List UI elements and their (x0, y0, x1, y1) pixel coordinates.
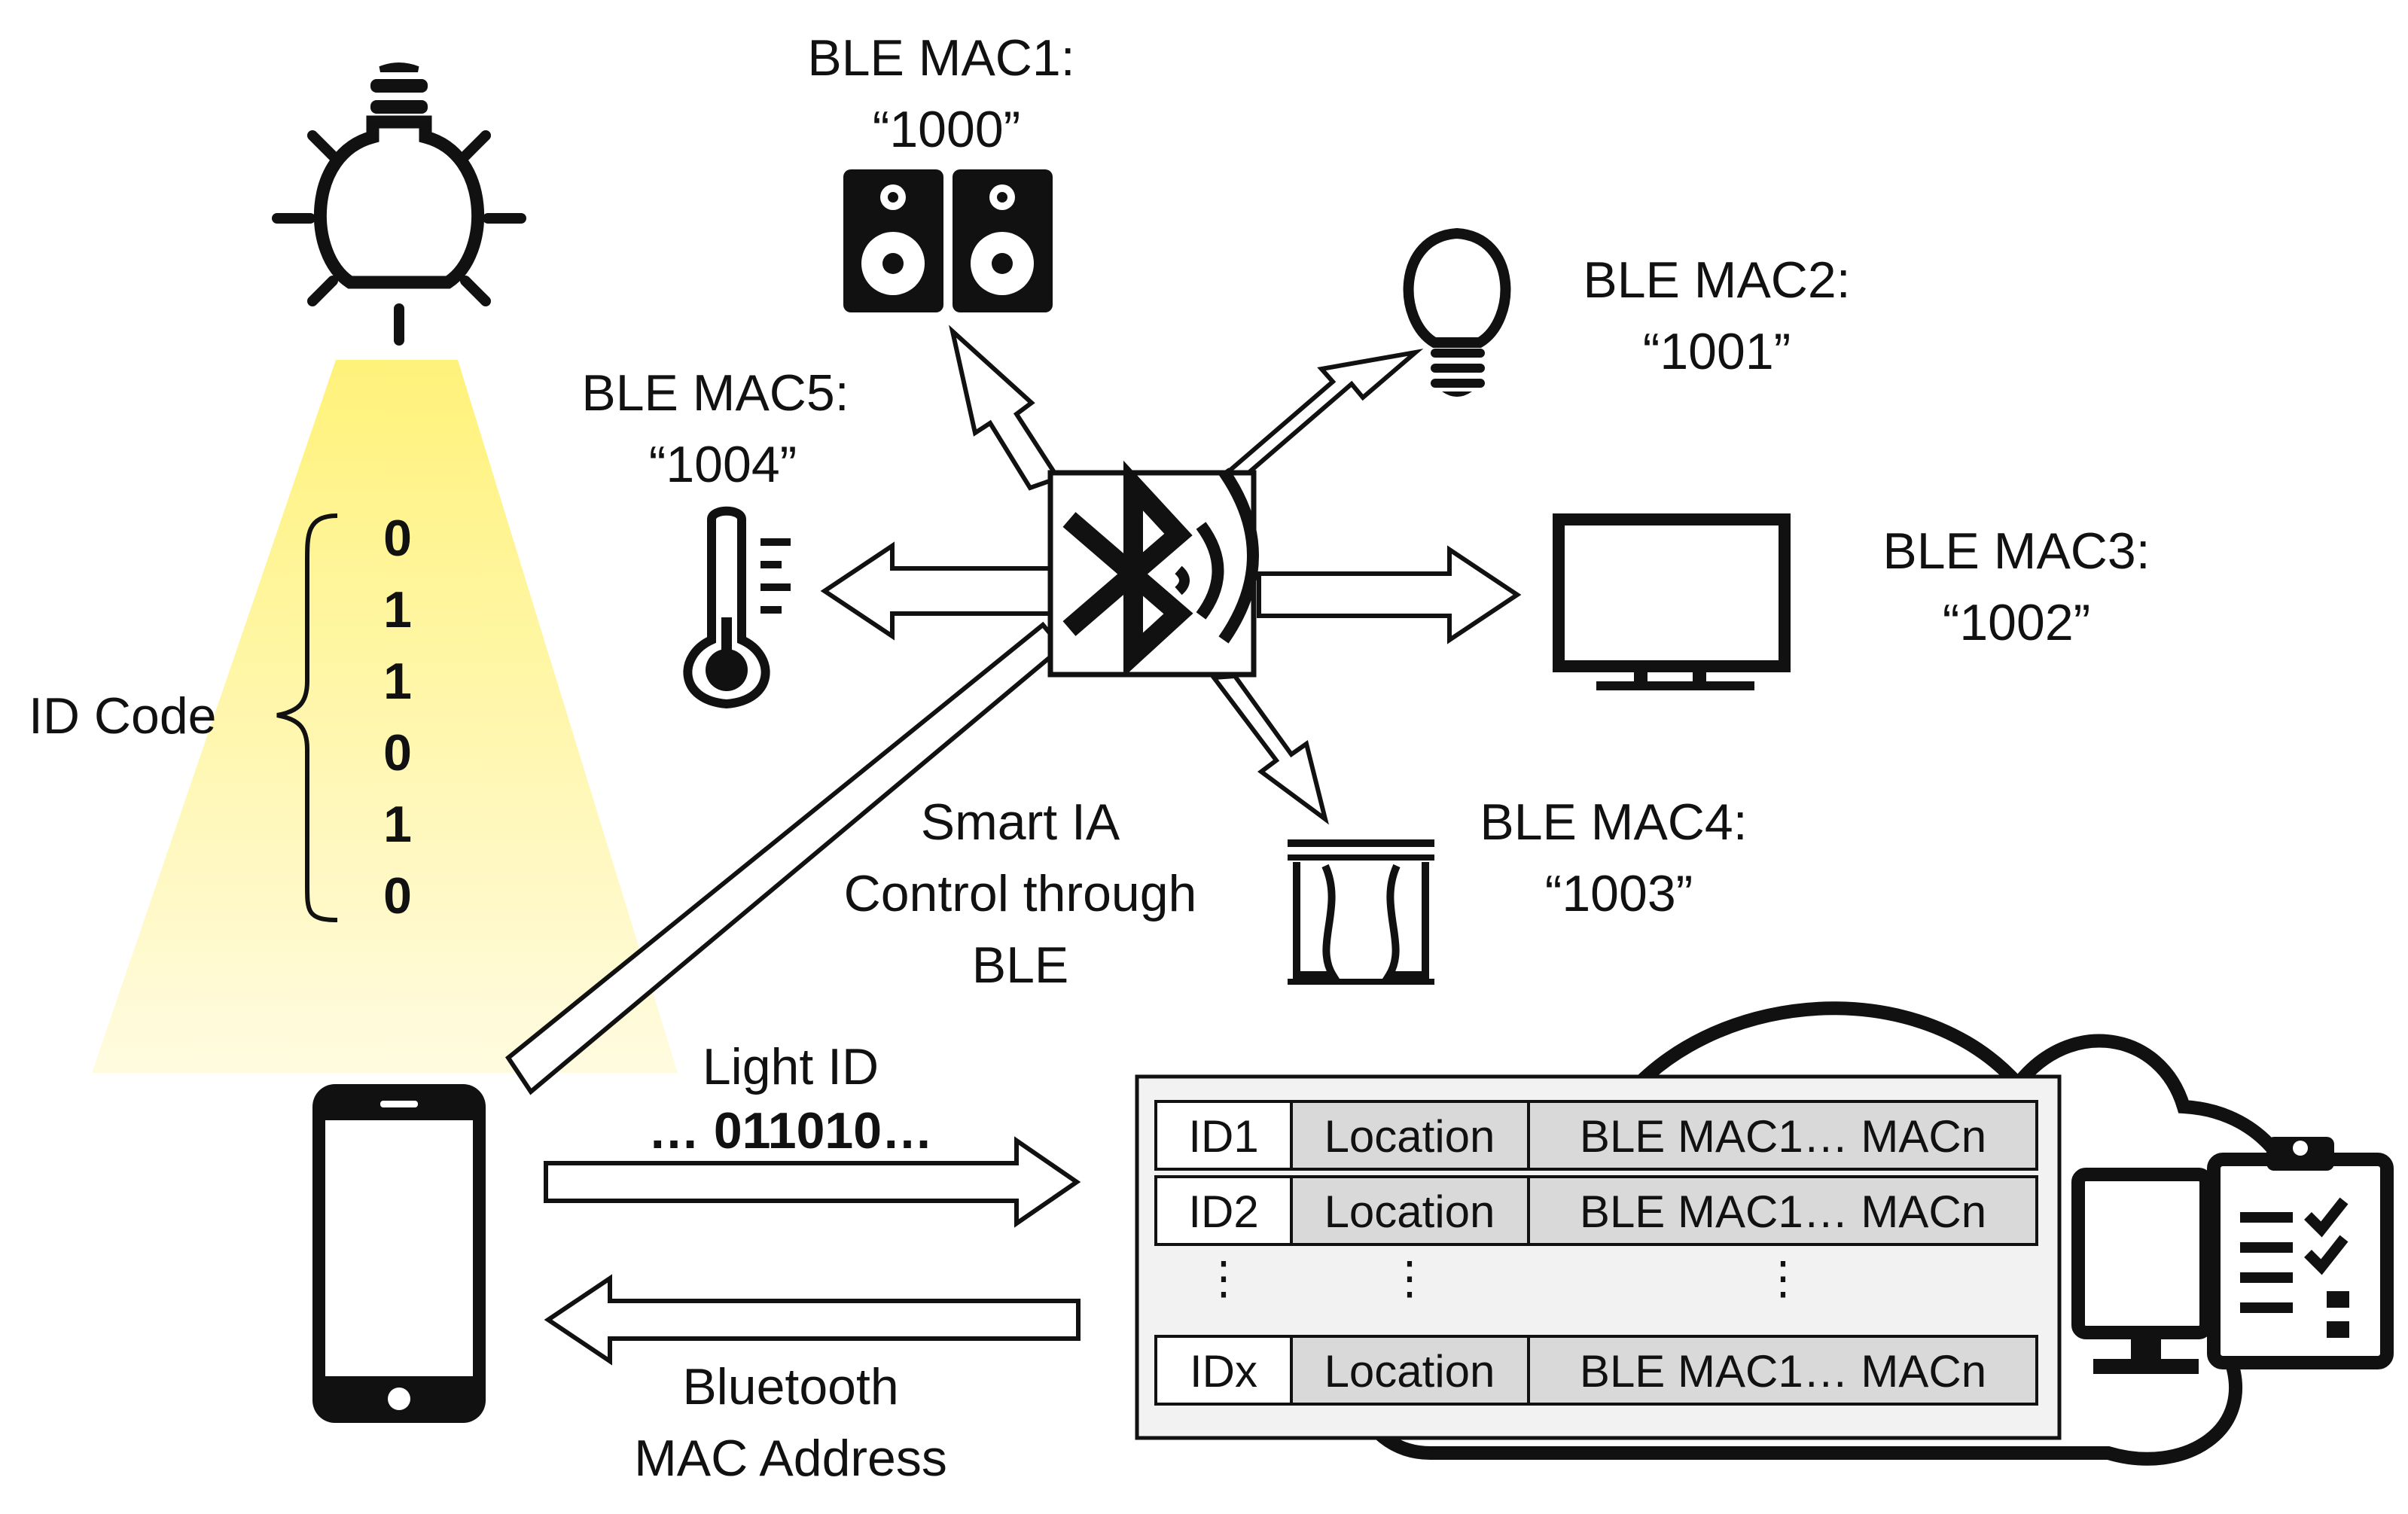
mac-address-label: MAC Address (634, 1430, 947, 1487)
mac4-label: BLE MAC4: (1480, 794, 1747, 851)
id-bit: 0 (383, 724, 412, 781)
table-ellipsis: ⋮ (1201, 1253, 1246, 1303)
smartphone-icon (312, 1084, 486, 1423)
mac3-code: “1002” (1943, 594, 2091, 651)
mac3-label: BLE MAC3: (1882, 522, 2150, 580)
table-cell-location: Location (1324, 1111, 1495, 1162)
id-table: ID1 Location BLE MAC1… MACn ID2 Location… (1135, 1074, 2062, 1440)
arrow-to-mac4 (1209, 673, 1329, 825)
id-code-label: ID Code (29, 687, 216, 745)
mac2-code: “1001” (1643, 323, 1791, 380)
mac1-label: BLE MAC1: (807, 29, 1074, 87)
control-label-line1: Smart IA (921, 794, 1120, 851)
id-bit: 0 (383, 510, 412, 567)
bluetooth-hub (1047, 460, 1259, 678)
bluetooth-arrow (544, 1274, 1081, 1366)
table-cell-id: ID2 (1188, 1187, 1258, 1237)
table-cell-id: IDx (1190, 1346, 1257, 1397)
id-bit: 1 (383, 581, 412, 638)
control-label-line3: BLE (972, 937, 1069, 994)
curtains-icon (1288, 839, 1434, 985)
monitor-icon (1553, 513, 1791, 690)
lightbulb-icon (1403, 227, 1511, 397)
table-cell-location: Location (1324, 1346, 1495, 1397)
id-bit: 1 (383, 653, 412, 710)
speakers-icon (843, 169, 1053, 312)
arrow-to-mac5 (820, 541, 1053, 641)
light-id-arrow (544, 1136, 1081, 1228)
id-bit: 1 (383, 796, 412, 853)
arrow-to-mac1 (949, 324, 1062, 491)
light-id-label: Light ID (703, 1038, 879, 1095)
control-label-line2: Control through (844, 865, 1197, 922)
table-ellipsis: ⋮ (1760, 1253, 1806, 1303)
bluetooth-label: Bluetooth (682, 1358, 898, 1415)
thermometer-icon (683, 506, 791, 709)
arrow-to-mac3 (1257, 545, 1522, 644)
mac1-code: “1000” (873, 101, 1021, 158)
table-cell-mac: BLE MAC1… MACn (1580, 1111, 1986, 1162)
table-ellipsis: ⋮ (1387, 1253, 1432, 1303)
table-cell-mac: BLE MAC1… MACn (1580, 1346, 1986, 1397)
id-bit: 0 (383, 867, 412, 925)
bluetooth-icon (1062, 460, 1259, 678)
table-cell-location: Location (1324, 1187, 1495, 1237)
server-clipboard-icon (2071, 1137, 2394, 1374)
table-cell-id: ID1 (1188, 1111, 1258, 1162)
table-cell-mac: BLE MAC1… MACn (1580, 1187, 1986, 1237)
mac5-code: “1004” (649, 436, 797, 493)
light-beam (92, 360, 678, 1073)
mac4-code: “1003” (1545, 865, 1693, 922)
light-id-code: … 011010… (648, 1102, 933, 1159)
arrow-to-mac2 (1218, 349, 1424, 481)
ceiling-lamp-icon (272, 62, 526, 346)
mac5-label: BLE MAC5: (581, 364, 849, 422)
id-code-bits: 0 1 1 0 1 0 (383, 510, 412, 925)
mac2-label: BLE MAC2: (1583, 251, 1850, 309)
id-code-brace (276, 513, 338, 922)
